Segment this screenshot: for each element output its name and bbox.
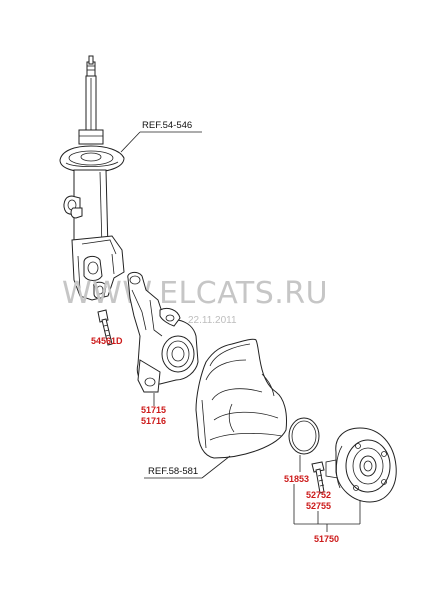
part-51715[interactable]: 51715 bbox=[141, 405, 166, 415]
strut-assembly bbox=[59, 55, 125, 301]
ref-strut-callout: REF.54-546 bbox=[120, 120, 202, 153]
ref-strut-label[interactable]: REF.54-546 bbox=[142, 120, 192, 131]
snap-ring bbox=[288, 417, 320, 455]
steering-knuckle bbox=[127, 271, 199, 393]
ref-dust-cover-callout: REF.58-581 bbox=[144, 455, 231, 479]
part-51853[interactable]: 51853 bbox=[284, 474, 309, 484]
dust-cover bbox=[195, 338, 287, 459]
hub-assembly-bracket bbox=[293, 484, 361, 532]
watermark-date: 22.11.2011 bbox=[188, 315, 237, 326]
watermark-brand: WWW.ELCATS.RU bbox=[62, 276, 328, 311]
part-52752[interactable]: 52752 bbox=[306, 490, 331, 500]
watermark: WWW.ELCATS.RU 22.11.2011 bbox=[62, 276, 328, 326]
strut-bolt bbox=[97, 309, 113, 346]
part-54561D[interactable]: 54561D bbox=[91, 336, 123, 346]
hub-assembly bbox=[325, 427, 397, 503]
part-52755[interactable]: 52755 bbox=[306, 501, 331, 511]
part-51750[interactable]: 51750 bbox=[314, 534, 339, 544]
ref-dust-cover-label[interactable]: REF.58-581 bbox=[148, 466, 198, 477]
part-51716[interactable]: 51716 bbox=[141, 416, 166, 426]
hub-bolt bbox=[311, 461, 325, 494]
